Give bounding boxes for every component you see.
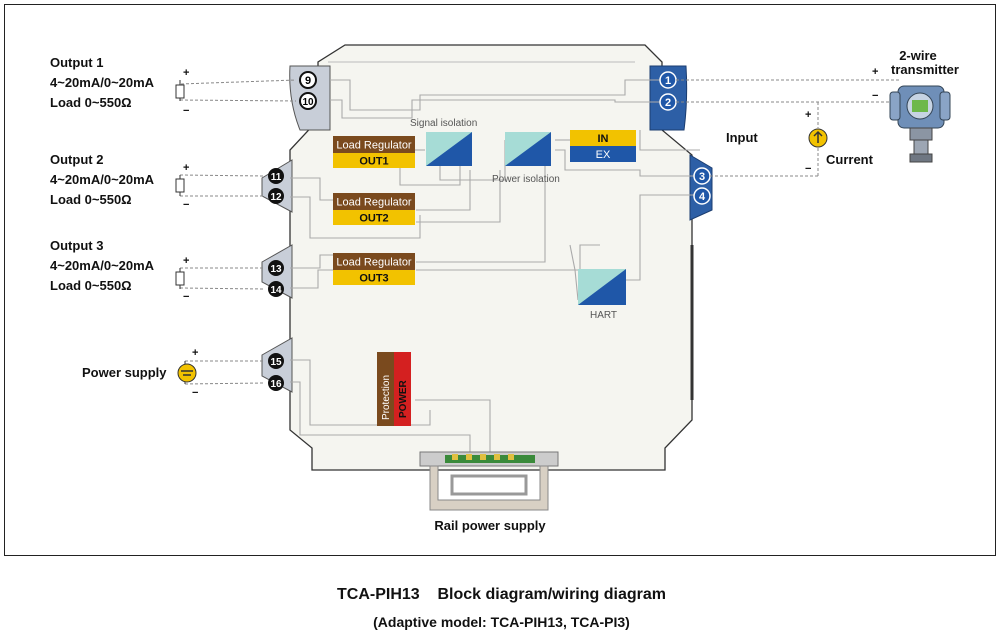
- output-3-labels: Output 3 4~20mA/0~20mA Load 0~550Ω: [50, 238, 155, 293]
- polarity-marks: + − + − + − + −: [183, 67, 198, 399]
- output-3-load: Load 0~550Ω: [50, 278, 132, 293]
- input-label: Input: [726, 130, 758, 145]
- terminal-16: 16: [268, 375, 284, 391]
- output-3-title: Output 3: [50, 238, 103, 253]
- minus-mark: −: [183, 291, 189, 303]
- in-ex-block: IN EX: [570, 130, 636, 162]
- terminal-11: 11: [268, 168, 284, 184]
- current-label: Current: [826, 152, 874, 167]
- svg-text:14: 14: [270, 285, 282, 296]
- hart-label: HART: [590, 310, 617, 321]
- terminal-12: 12: [268, 188, 284, 204]
- svg-text:11: 11: [271, 172, 282, 183]
- terminal-10: 10: [299, 92, 317, 110]
- output-1-range: 4~20mA/0~20mA: [50, 75, 155, 90]
- rail-connector: [419, 451, 559, 511]
- output-1-labels: Output 1 4~20mA/0~20mA Load 0~550Ω: [50, 55, 155, 110]
- svg-text:9: 9: [305, 75, 311, 87]
- power-supply-icon: [177, 361, 197, 384]
- out3-label: OUT3: [359, 273, 388, 285]
- in-label: IN: [598, 133, 609, 145]
- load-regulator-label: Load Regulator: [336, 197, 412, 209]
- svg-text:15: 15: [270, 357, 282, 368]
- minus-mark: −: [872, 90, 878, 102]
- plus-mark: +: [183, 162, 189, 174]
- terminal-4: 4: [693, 187, 711, 205]
- svg-text:3: 3: [699, 171, 705, 183]
- power-isolation-label: Power isolation: [492, 174, 560, 185]
- terminal-15: 15: [268, 353, 284, 369]
- plus-mark: +: [183, 255, 189, 267]
- power-label: POWER: [398, 379, 409, 418]
- svg-text:1: 1: [665, 75, 671, 87]
- load-regulator-out3: Load Regulator OUT3: [333, 253, 415, 285]
- input-polarity-marks: + − + −: [805, 66, 878, 175]
- ex-label: EX: [596, 149, 611, 161]
- out1-label: OUT1: [359, 156, 388, 168]
- terminal-3: 3: [693, 167, 711, 185]
- transmitter-icon: [889, 85, 951, 163]
- plus-mark: +: [192, 347, 198, 359]
- diagram-frame: [4, 4, 996, 556]
- load-regulator-out2: Load Regulator OUT2: [333, 193, 415, 225]
- power-isolation-block: [505, 132, 551, 166]
- terminal-9: 9: [299, 71, 317, 89]
- svg-text:12: 12: [270, 192, 282, 203]
- transmitter-line1: 2-wire: [899, 48, 937, 63]
- external-wiring-left: [179, 79, 297, 385]
- transmitter-line2: transmitter: [891, 62, 959, 77]
- output-1-load: Load 0~550Ω: [50, 95, 132, 110]
- out2-label: OUT2: [359, 213, 388, 225]
- minus-mark: −: [183, 105, 189, 117]
- current-source-icon: [808, 128, 828, 148]
- minus-mark: −: [192, 387, 198, 399]
- terminal-1: 1: [659, 71, 677, 89]
- rail-power-supply-label: Rail power supply: [434, 518, 546, 533]
- output-2-labels: Output 2 4~20mA/0~20mA Load 0~550Ω: [50, 152, 155, 207]
- internal-wiring: [290, 79, 700, 455]
- terminal-13: 13: [268, 260, 284, 276]
- output-2-range: 4~20mA/0~20mA: [50, 172, 155, 187]
- output-2-title: Output 2: [50, 152, 103, 167]
- load-regulator-label: Load Regulator: [336, 140, 412, 152]
- hart-block: [578, 269, 626, 305]
- svg-text:13: 13: [270, 264, 282, 275]
- plus-mark: +: [805, 109, 811, 121]
- power-supply-label: Power supply: [82, 365, 167, 380]
- output-2-load: Load 0~550Ω: [50, 192, 132, 207]
- svg-text:4: 4: [699, 191, 706, 203]
- svg-text:16: 16: [270, 379, 282, 390]
- signal-isolation-block: [426, 132, 472, 166]
- signal-isolation-label: Signal isolation: [410, 118, 477, 129]
- terminal-block-11-12: [261, 159, 293, 213]
- plus-mark: +: [872, 66, 878, 78]
- load-regulator-label: Load Regulator: [336, 257, 412, 269]
- caption-subtitle: (Adaptive model: TCA-PIH13, TCA-PI3): [373, 614, 630, 630]
- svg-text:10: 10: [302, 97, 314, 108]
- plus-mark: +: [183, 67, 189, 79]
- minus-mark: −: [805, 163, 811, 175]
- output-1-title: Output 1: [50, 55, 103, 70]
- terminal-2: 2: [659, 93, 677, 111]
- load-regulator-out1: Load Regulator OUT1: [333, 136, 415, 168]
- output-3-range: 4~20mA/0~20mA: [50, 258, 155, 273]
- svg-text:2: 2: [665, 97, 671, 109]
- terminal-14: 14: [268, 281, 284, 297]
- caption-title: TCA-PIH13 Block diagram/wiring diagram: [337, 586, 666, 603]
- load-resistors: [175, 80, 185, 289]
- block-diagram: Load Regulator OUT1 Load Regulator OUT2 …: [50, 44, 959, 533]
- protection-label: Protection: [381, 375, 392, 420]
- minus-mark: −: [183, 199, 189, 211]
- protection-power-block: Protection POWER: [377, 352, 411, 426]
- external-wiring-right: [676, 79, 900, 177]
